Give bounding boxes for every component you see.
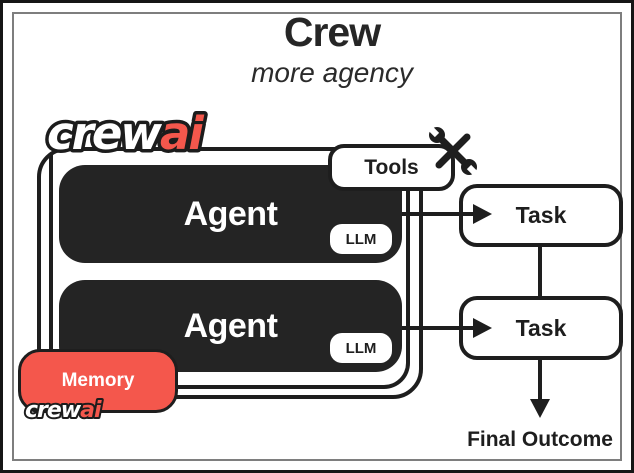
agent-box-2: Agent LLM [59, 280, 402, 372]
agent1-to-task1-arrowhead [473, 204, 492, 224]
logo-part-ai: ai [160, 107, 204, 160]
svg-text:crewai: crewai [47, 107, 204, 160]
memory-box: Memory [18, 349, 178, 413]
agent-box-1: Agent LLM [59, 165, 402, 263]
crewai-logo-small: crewai [23, 396, 105, 425]
memory-label: Memory [61, 370, 135, 391]
llm-badge: LLM [330, 224, 392, 254]
svg-text:crewai: crewai [25, 398, 102, 423]
agent2-to-task2-arrowhead [473, 318, 492, 338]
tools-label: Tools [364, 155, 419, 179]
crewai-logo: crewai [44, 104, 210, 164]
task-label: Task [515, 202, 567, 228]
llm-badge: LLM [330, 333, 392, 363]
agent-label: Agent [183, 306, 278, 345]
crew-inner-connector-path [49, 153, 410, 389]
task2-to-outcome-arrow-line [538, 359, 542, 401]
crew-outer-container [37, 147, 423, 399]
logo-part-crew: crew [25, 398, 82, 423]
agent-label: Agent [183, 194, 278, 233]
logo-part-crew: crew [47, 107, 162, 160]
agent1-to-task1-arrow-line [402, 212, 476, 216]
final-outcome-label: Final Outcome [467, 428, 613, 451]
task1-to-task2-connector [538, 246, 542, 298]
page-subtitle: more agency [251, 57, 413, 88]
task-box-2: Task [459, 296, 623, 360]
task2-to-outcome-arrowhead [530, 399, 550, 418]
task-label: Task [515, 314, 567, 341]
tools-box: Tools [328, 144, 455, 191]
crossed-tools-icon [424, 122, 482, 180]
agent2-to-task2-arrow-line [402, 326, 476, 330]
page-title: Crew [283, 9, 381, 55]
logo-part-ai: ai [80, 398, 102, 423]
